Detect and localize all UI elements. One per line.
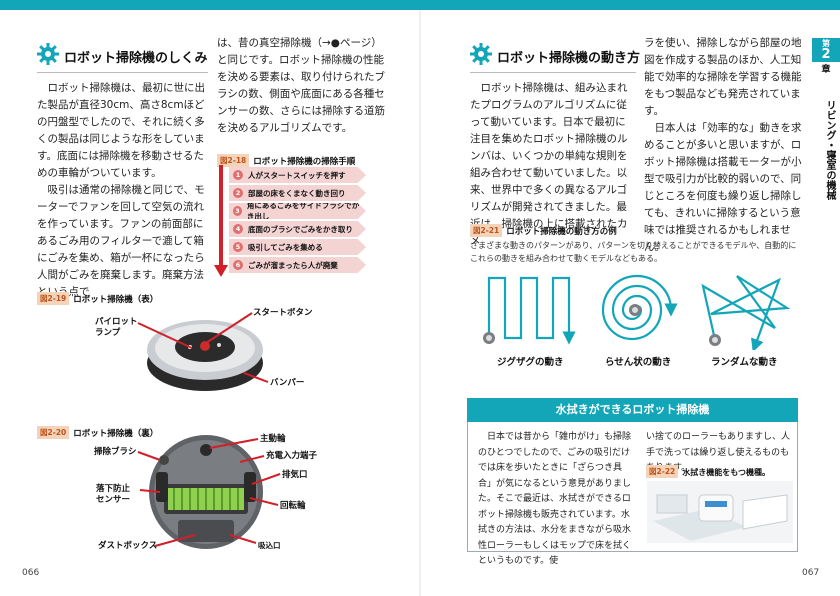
label-side-brush: 掃除ブラシ <box>94 447 137 457</box>
down-arrow-icon <box>214 165 228 277</box>
page-fold <box>419 10 421 596</box>
gear-icon <box>37 43 59 65</box>
gear-icon <box>470 43 492 65</box>
pattern-label-spiral: らせん状の動き <box>605 357 672 368</box>
label-intake: 吸込口 <box>258 541 281 550</box>
mop-robot-photo <box>647 481 793 543</box>
body-text-right-col2: ラを使い、掃除しながら部屋の地図を作成する製品のほか、人工知能で効率的な掃除を学… <box>644 37 802 253</box>
movement-patterns-illustration <box>483 274 791 350</box>
body-text-right-col1: ロボット掃除機は、組み込まれたプログラムのアルゴリズムに従って動いています。日本… <box>470 82 628 247</box>
fig22-tag: 図2-22 <box>646 465 679 478</box>
section-title-left: ロボット掃除機のしくみ <box>64 51 208 66</box>
label-exhaust: 排気口 <box>282 470 308 480</box>
top-accent-bar <box>0 0 840 10</box>
pattern-label-random: ランダムな動き <box>711 357 778 368</box>
fig18-tag: 図2-18 <box>217 154 250 167</box>
label-charge-port: 充電入力端子 <box>266 451 318 461</box>
title-rule-left <box>37 72 208 73</box>
column-box-text-left: 日本では昔から「雑巾がけ」も掃除のひとつでしたので、ごみの吸引だけでは床を歩いた… <box>478 432 632 566</box>
chapter-tab: 第 2 <box>812 38 840 62</box>
label-start-button: スタートボタン <box>253 308 313 318</box>
label-pilot-lamp: パイロット ランプ <box>95 317 138 338</box>
chapter-suffix: 章 <box>821 65 831 75</box>
robot-bottom-illustration <box>149 435 263 549</box>
chapter-side-title: リビング・寝室の機械 <box>824 100 835 200</box>
robot-top-illustration <box>147 320 263 391</box>
fig21-description: さまざまな動きのパターンがあり、パターンを切り替えることができるモデルや、自動的… <box>470 241 797 263</box>
label-wheel: 回転輪 <box>280 501 306 511</box>
body-text-left-col2: は、昔の真空掃除機（→●ページ）と同じです。ロボット掃除機の性能を決める要素は、… <box>217 37 385 134</box>
fig21-tag: 図2-21 <box>470 224 503 237</box>
page-number-left: 066 <box>22 568 40 578</box>
label-main-wheel: 主動輪 <box>260 434 286 444</box>
title-rule-right <box>470 72 636 73</box>
label-bumper: バンパー <box>270 378 305 388</box>
fig19-tag: 図2-19 <box>37 292 70 305</box>
fig18-title-text: ロボット掃除機の掃除手順 <box>253 157 356 167</box>
label-dust-box: ダストボックス <box>98 541 158 551</box>
pattern-label-zigzag: ジグザグの動き <box>497 357 564 368</box>
label-fall-sensor: 落下防止 センサー <box>96 484 131 505</box>
body-text-left-col1: ロボット掃除機は、最初に世に出た製品が直径30cm、高さ8cmほどの円盤型でした… <box>37 82 205 298</box>
fig20-tag: 図2-20 <box>37 426 70 439</box>
section-title-right: ロボット掃除機の動き方 <box>497 51 641 66</box>
page-number-right: 067 <box>802 568 820 578</box>
column-box-title: 水拭きができるロボット掃除機 <box>467 398 798 422</box>
